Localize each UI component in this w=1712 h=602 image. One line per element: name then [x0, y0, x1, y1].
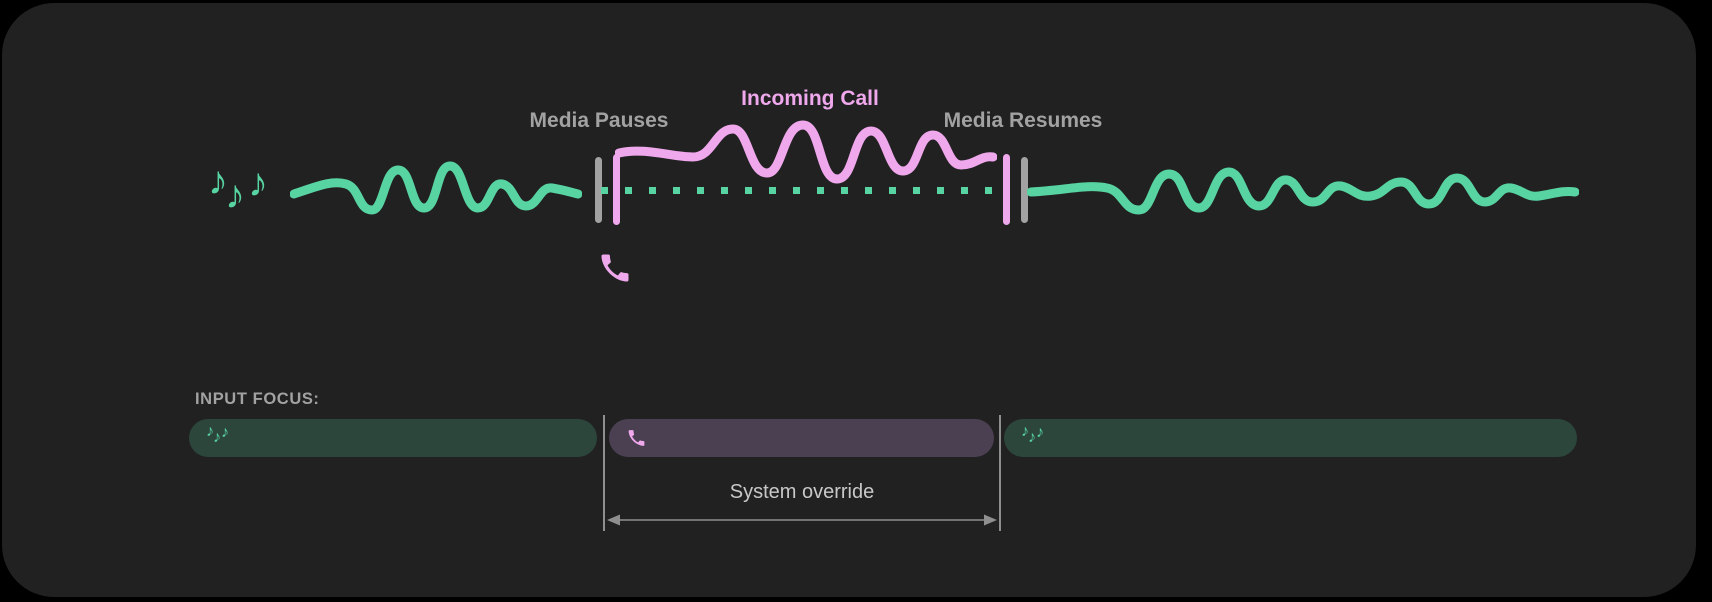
- override-start-line: [603, 415, 605, 531]
- music-note-icon: ♪: [248, 161, 268, 205]
- focus-segment-media-after: ♪ ♪ ♪: [1004, 419, 1577, 457]
- media-waveform-before: [290, 161, 582, 215]
- media-pauses-label: Media Pauses: [529, 109, 669, 132]
- phone-icon: [626, 428, 647, 449]
- media-resumes-label: Media Resumes: [943, 109, 1103, 132]
- pause-marker-media-icon: [595, 157, 602, 223]
- music-notes-icon: ♪ ♪ ♪: [1021, 423, 1049, 449]
- music-note-icon: ♪: [1036, 424, 1044, 441]
- music-note-icon: ♪: [213, 429, 221, 446]
- diagram-card: ♪ ♪ ♪ Media Pauses Incoming Call Media R…: [2, 3, 1696, 597]
- incoming-call-label: Incoming Call: [741, 87, 879, 110]
- input-focus-heading: INPUT FOCUS:: [195, 390, 320, 408]
- system-override-label: System override: [729, 481, 875, 503]
- music-notes-icon: ♪ ♪ ♪: [206, 423, 234, 449]
- music-note-icon: ♪: [1028, 429, 1036, 446]
- music-note-icon: ♪: [206, 423, 214, 440]
- music-note-icon: ♪: [208, 159, 228, 203]
- focus-segment-call: [609, 419, 994, 457]
- phone-icon: [597, 250, 633, 286]
- call-waveform: [615, 120, 997, 184]
- paused-media-dotted-line: [601, 187, 996, 194]
- music-notes-icon: ♪ ♪ ♪: [208, 159, 288, 231]
- resume-marker-media-icon: [1021, 157, 1028, 223]
- system-override-arrow-icon: [607, 514, 997, 526]
- focus-segment-media-before: ♪ ♪ ♪: [189, 419, 597, 457]
- music-note-icon: ♪: [1021, 423, 1029, 440]
- resume-marker-call-icon: [1003, 154, 1010, 225]
- music-note-icon: ♪: [225, 173, 245, 217]
- override-end-line: [999, 415, 1001, 531]
- media-waveform-after: [1027, 167, 1579, 215]
- music-note-icon: ♪: [221, 424, 229, 441]
